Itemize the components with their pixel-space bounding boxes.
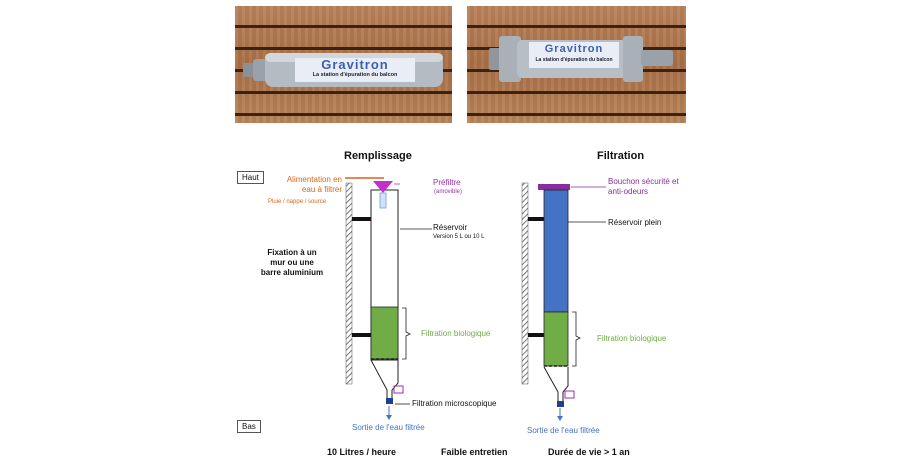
photo-left-brand: Gravitron bbox=[321, 57, 389, 72]
label-sortie-right: Sortie de l'eau filtrée bbox=[527, 426, 600, 435]
label-bouchon: Bouchon sécurité et anti-odeurs bbox=[608, 177, 679, 196]
title-filtration: Filtration bbox=[597, 150, 645, 162]
bio-filter-right bbox=[543, 311, 569, 367]
scale-bottom-label: Bas bbox=[237, 420, 261, 433]
label-filtration-bio-left: Filtration biologique bbox=[421, 329, 491, 338]
photo-left: Gravitron La station d'épuration du balc… bbox=[235, 6, 452, 123]
title-remplissage: Remplissage bbox=[344, 150, 412, 162]
bracket-left-top bbox=[352, 217, 371, 221]
label-filtration-bio-right: Filtration biologique bbox=[597, 334, 667, 343]
bracket-left-bottom bbox=[352, 333, 371, 337]
label-reservoir-sub: Version 5 L ou 10 L bbox=[433, 234, 485, 240]
bracket-right-top bbox=[528, 217, 544, 221]
label-sortie-left: Sortie de l'eau filtrée bbox=[352, 423, 425, 432]
wall-left bbox=[345, 182, 353, 385]
reservoir-right bbox=[543, 189, 569, 313]
cap-right bbox=[538, 184, 570, 190]
footer-lifetime: Durée de vie > 1 an bbox=[548, 447, 630, 457]
label-alimentation-sub: Pluie / nappe / source bbox=[268, 199, 327, 205]
photo-right: Gravitron La station d'épuration du balc… bbox=[467, 6, 686, 123]
label-prefiltre-sub: (amovible) bbox=[434, 189, 463, 195]
wall-right bbox=[521, 182, 529, 385]
label-reservoir-plein: Réservoir plein bbox=[608, 218, 662, 227]
footer-flow: 10 Litres / heure bbox=[327, 447, 397, 457]
scale-top-label: Haut bbox=[237, 171, 264, 184]
footer-maintenance: Faible entretien bbox=[441, 447, 508, 457]
photo-left-label: Gravitron La station d'épuration du balc… bbox=[295, 58, 415, 82]
photo-right-tagline: La station d'épuration du balcon bbox=[535, 57, 613, 63]
micro-filter-right bbox=[557, 401, 564, 407]
photo-right-label: Gravitron La station d'épuration du balc… bbox=[529, 42, 619, 68]
label-fixation: Fixation à un mur ou une barre aluminium bbox=[260, 248, 324, 277]
label-prefiltre: Préfiltre bbox=[433, 178, 461, 187]
label-alimentation: Alimentation en eau à filtrer bbox=[286, 175, 342, 194]
bio-filter-left bbox=[370, 306, 399, 360]
prefilter-funnel bbox=[373, 181, 393, 193]
label-filtration-micro: Filtration microscopique bbox=[412, 399, 497, 408]
label-reservoir: Réservoir bbox=[433, 223, 468, 232]
micro-filter-left bbox=[386, 398, 393, 404]
bracket-right-bottom bbox=[528, 333, 544, 337]
photo-left-tagline: La station d'épuration du balcon bbox=[312, 72, 398, 78]
photo-right-brand: Gravitron bbox=[544, 43, 604, 55]
